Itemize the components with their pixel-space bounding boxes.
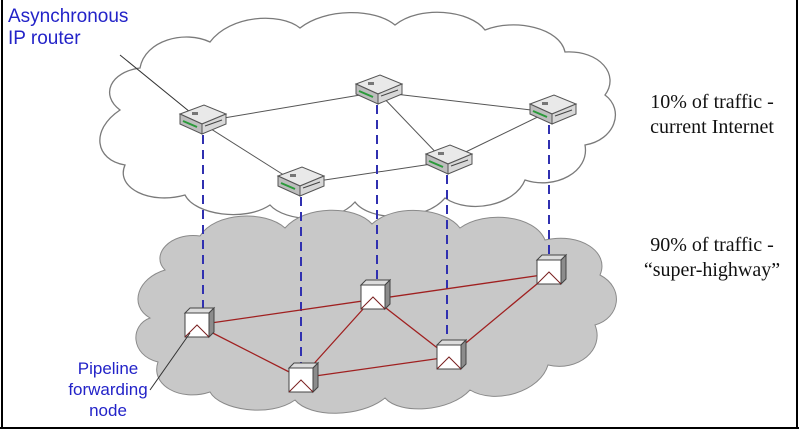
pipeline-leader-line	[149, 332, 191, 391]
ip-link	[199, 121, 299, 185]
bottom-cloud	[135, 209, 617, 414]
forwarding-node-icon	[288, 362, 319, 393]
pipeline-link	[300, 356, 450, 379]
dashed-vertical-links	[202, 105, 550, 378]
forwarding-node-icon	[184, 307, 215, 338]
router-title-line1: Asynchronous	[8, 6, 129, 27]
pipeline-caption-line1: Pipeline	[77, 359, 139, 378]
pipeline-caption-line2: forwarding	[68, 380, 148, 399]
pipeline-caption: Pipeline forwarding node	[38, 358, 178, 421]
forwarding-node-icon	[436, 339, 467, 370]
top-cloud-caption-line1: 10% of traffic -	[650, 91, 774, 113]
pipeline-link	[196, 324, 302, 379]
forwarding-node-icon	[360, 279, 391, 310]
ip-link	[199, 91, 379, 123]
bottom-cloud-caption-line2: “super-highway”	[643, 259, 781, 281]
router-title: Asynchronous IP router	[8, 6, 128, 50]
bottom-cloud-caption-line1: 90% of traffic -	[650, 234, 774, 256]
top-cloud-caption-line2: current Internet	[650, 116, 774, 138]
pipeline-caption-line3: node	[89, 401, 127, 420]
router-title-line2: IP router	[8, 28, 81, 49]
router-leader-line	[119, 54, 191, 113]
bottom-cloud-caption: 90% of traffic - “super-highway”	[632, 233, 792, 283]
ip-link	[377, 91, 549, 113]
top-cloud	[99, 11, 616, 220]
top-cloud-caption: 10% of traffic - current Internet	[632, 90, 792, 140]
ip-link	[377, 91, 446, 163]
forwarding-node-icon	[536, 254, 567, 285]
